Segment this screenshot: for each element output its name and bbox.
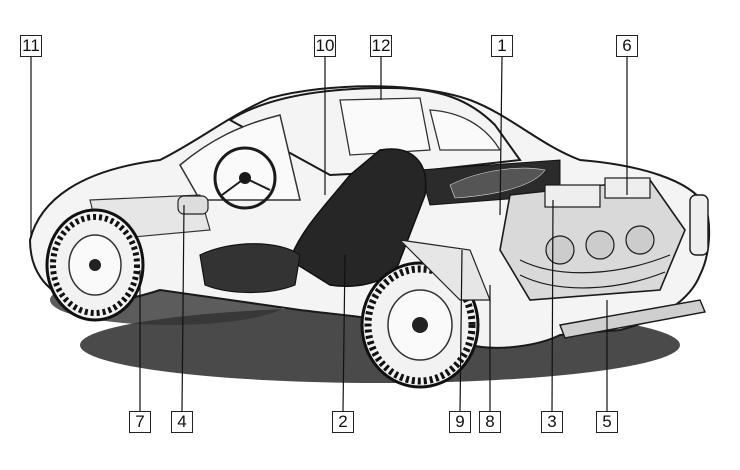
rear-bumper [689, 194, 709, 256]
windshield [179, 114, 301, 201]
driver-seat [289, 148, 427, 287]
steering-wheel [213, 146, 277, 210]
callout-10: 10 [314, 35, 336, 57]
callout-6: 6 [616, 35, 638, 57]
roof-outline [228, 86, 522, 177]
callout-7: 7 [129, 411, 151, 433]
callout-8: 8 [479, 411, 501, 433]
callout-2: 2 [332, 411, 354, 433]
callout-5: 5 [596, 411, 618, 433]
rear-wheel [360, 261, 480, 389]
engine-details [519, 177, 671, 289]
exhaust-pipe [559, 299, 706, 339]
callout-9: 9 [449, 411, 471, 433]
leader-1 [499, 56, 503, 216]
callout-4: 4 [171, 411, 193, 433]
front-wheel [45, 208, 145, 322]
seat-cushion [199, 243, 301, 294]
steering-spoke [221, 177, 246, 196]
callout-12: 12 [370, 35, 392, 57]
side-window [339, 97, 431, 156]
steering-spoke [244, 177, 271, 191]
front-reservoir [177, 195, 209, 215]
callout-1: 1 [491, 35, 513, 57]
callout-3: 3 [541, 411, 563, 433]
leader-2 [342, 254, 346, 412]
leader-9 [459, 249, 463, 412]
rear-window [429, 109, 502, 151]
leader-lines [30, 56, 628, 412]
rear-seat-quilt [449, 167, 546, 199]
leader-3 [551, 199, 554, 412]
callout-11: 11 [20, 35, 42, 57]
leader-4 [181, 204, 185, 412]
